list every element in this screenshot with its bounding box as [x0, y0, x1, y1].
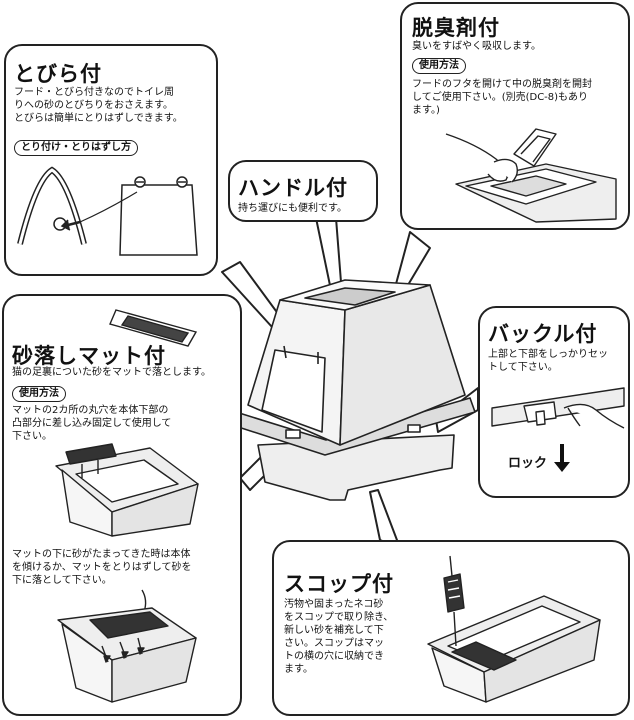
- mat-usage-3: 下さい。: [12, 431, 52, 442]
- mat-illustration: [109, 309, 198, 347]
- door-desc-2: りへの砂のとびちりをおさえます。: [14, 100, 173, 111]
- scoop-desc-3: 新しい砂を補充して下: [284, 625, 384, 636]
- mat-note-1: マットの下に砂がたまってきた時は本体: [12, 549, 191, 560]
- mat-usage-label: 使用方法: [12, 386, 66, 402]
- handle-desc: 持ち運びにも便利です。: [238, 203, 347, 214]
- scoop-desc-1: 汚物や固まったネコ砂: [284, 599, 384, 610]
- handle-feature-bubble: [228, 160, 378, 222]
- door-title: とびら付: [14, 62, 102, 86]
- mat-desc: 猫の足裏についた砂をマットで落とします。: [12, 367, 211, 378]
- scoop-desc-4: さい。スコップはマッ: [284, 638, 384, 649]
- scoop-title: スコップ付: [284, 572, 394, 596]
- door-clip-illustration: [17, 166, 198, 256]
- scoop-desc-6: ます。: [284, 664, 313, 675]
- deodorizer-title: 脱臭剤付: [412, 16, 500, 40]
- scoop-illustration: [427, 555, 601, 703]
- door-desc-3: とびらは簡単にとりはずしできます。: [14, 113, 183, 124]
- deodorizer-usage-label: 使用方法: [412, 58, 466, 74]
- door-desc-1: フード・とびら付きなのでトイレ周: [14, 87, 174, 98]
- mat-tilt-illustration: [57, 589, 197, 703]
- mat-note-3: 下に落として下さい。: [12, 575, 112, 586]
- deodorizer-usage-1: フードのフタを開けて中の脱臭剤を開封: [412, 79, 592, 90]
- mat-attach-illustration: [55, 443, 199, 537]
- scoop-desc-2: をスコップで取り除き、: [284, 612, 394, 623]
- deodorizer-usage-2: してご使用下さい。(別売(DC-8)もあり: [412, 92, 589, 103]
- deodorizer-desc: 臭いをすばやく吸収します。: [412, 41, 541, 52]
- buckle-desc-1: 上部と下部をしっかりセッ: [488, 349, 608, 360]
- lock-label: ロック: [508, 456, 548, 471]
- buckle-desc-2: トして下さい。: [488, 362, 558, 373]
- mat-usage-1: マットの2カ所の丸穴を本体下部の: [12, 405, 169, 416]
- handle-title: ハンドル付: [238, 176, 348, 200]
- mat-note-2: を傾けるか、マットをとりはずして砂を: [12, 562, 192, 573]
- buckle-title: バックル付: [488, 322, 598, 346]
- scoop-desc-5: トの横の穴に収納でき: [284, 651, 384, 662]
- lock-down-arrow-icon: [554, 444, 570, 472]
- door-howto-label: とり付け・とりはずし方: [14, 140, 138, 156]
- deodorizer-usage-3: ます。): [412, 105, 440, 116]
- mat-usage-2: 凸部分に差し込み固定して使用して: [12, 418, 172, 429]
- mat-title: 砂落しマット付: [12, 344, 166, 368]
- deodorizer-illustration: [445, 128, 617, 223]
- buckle-illustration: [491, 387, 625, 429]
